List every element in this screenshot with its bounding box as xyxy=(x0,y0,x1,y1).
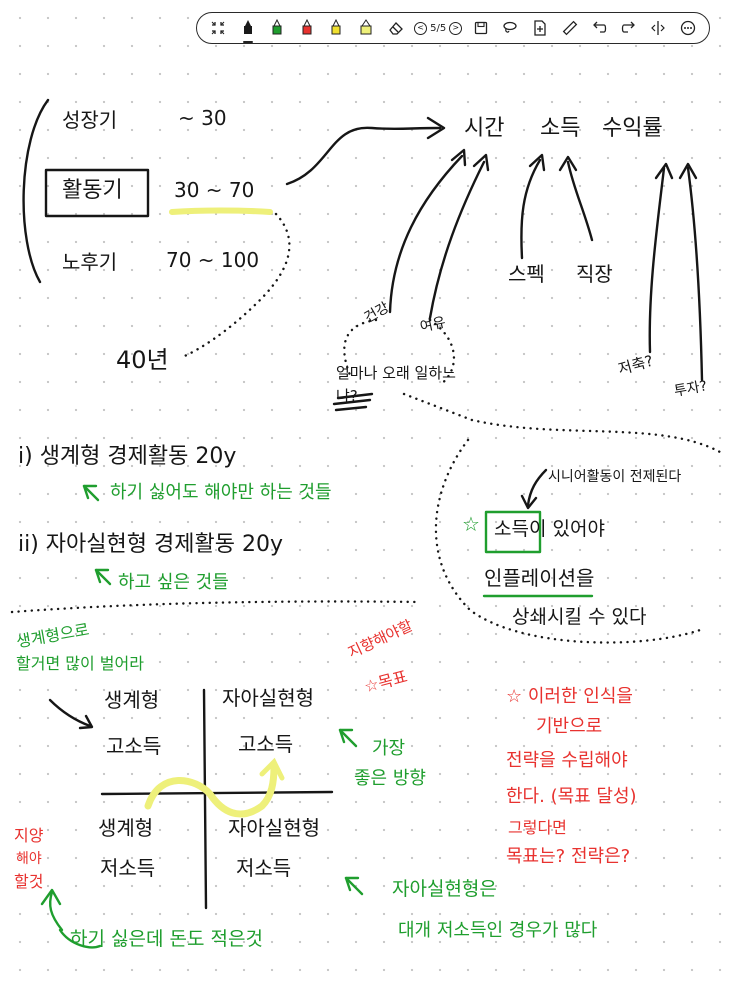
stage-active-range: 30 ~ 70 xyxy=(174,178,255,202)
stage-retire-label: 노후기 xyxy=(62,250,118,274)
stage-growth-range: ~ 30 xyxy=(178,106,227,130)
quadrant-bottom-left-type: 생계형 xyxy=(98,816,154,840)
next-page-button[interactable]: > xyxy=(449,21,463,35)
save-icon[interactable] xyxy=(470,16,492,40)
pen-yellow-icon[interactable] xyxy=(325,16,347,40)
stage-retire-range: 70 ~ 100 xyxy=(166,248,260,272)
bubble-star-icon: ☆ xyxy=(462,512,480,536)
quadrant-bottom-right-income: 저소득 xyxy=(236,856,292,880)
eraser-icon[interactable] xyxy=(385,16,407,40)
bubble-senior-text: 시니어활동이 전제된다 xyxy=(548,469,682,485)
pen-green-icon[interactable] xyxy=(266,16,288,40)
strategy-note-line3: 전략을 수립해야 xyxy=(506,750,628,771)
item-one-text: i) 생계형 경제활동 20y xyxy=(18,444,237,469)
bottom-note-text: 하기 싫은데 돈도 적은것 xyxy=(70,928,263,950)
highlighter-icon[interactable] xyxy=(355,16,377,40)
contributor-job: 직장 xyxy=(576,262,613,286)
bubble-inflation-text: 인플레이션을 xyxy=(484,566,595,590)
item-two-note: 하고 싶은 것들 xyxy=(118,572,229,593)
best-direction-line2: 좋은 방향 xyxy=(354,768,426,789)
bubble-income-text: 소득이 있어야 xyxy=(494,518,605,540)
fit-screen-icon[interactable] xyxy=(207,16,229,40)
forty-years-label: 40년 xyxy=(116,346,169,374)
resource-income: 소득 xyxy=(540,116,581,141)
self-note-line1: 자아실현형은 xyxy=(392,878,497,900)
page-indicator: 5/5 xyxy=(430,22,447,34)
strategy-note-line2: 기반으로 xyxy=(536,716,603,737)
prev-page-button[interactable]: < xyxy=(414,21,428,35)
resource-time: 시간 xyxy=(464,116,505,141)
quadrant-top-right-income: 고소득 xyxy=(238,732,294,756)
strategy-note-line6: 목표는? 전략은? xyxy=(506,846,631,867)
item-two-text: ii) 자아실현형 경제활동 20y xyxy=(18,532,283,557)
add-page-icon[interactable] xyxy=(529,16,551,40)
mirror-icon[interactable] xyxy=(647,16,669,40)
contributor-spec: 스펙 xyxy=(508,262,545,286)
item-one-note: 하기 싫어도 해야만 하는 것들 xyxy=(110,482,332,503)
bubble-offset-text: 상쇄시킬 수 있다 xyxy=(512,606,647,628)
avoid-note-line1: 지양 xyxy=(14,826,44,845)
more-options-icon[interactable] xyxy=(677,16,699,40)
strategy-note-line1: ☆ 이러한 인식을 xyxy=(506,686,633,707)
pen-black-icon[interactable] xyxy=(237,16,259,43)
avoid-note-line3: 할것 xyxy=(14,872,44,891)
pen-red-icon[interactable] xyxy=(296,16,318,40)
ruler-icon[interactable] xyxy=(559,16,581,40)
quadrant-bottom-left-income: 저소득 xyxy=(100,856,156,880)
undo-icon[interactable] xyxy=(588,16,610,40)
redo-icon[interactable] xyxy=(618,16,640,40)
quadrant-top-left-type: 생계형 xyxy=(104,688,160,712)
best-direction-line1: 가장 xyxy=(372,738,406,759)
contributor-work-length: 얼마나 오래 일하느냐? xyxy=(336,364,456,405)
resource-return: 수익률 xyxy=(602,116,663,141)
stage-growth-label: 성장기 xyxy=(62,108,118,132)
strategy-note-line5: 그렇다면 xyxy=(508,818,567,837)
quadrant-bottom-right-type: 자아실현형 xyxy=(228,816,320,840)
lasso-icon[interactable] xyxy=(499,16,521,40)
quadrant-top-left-income: 고소득 xyxy=(106,734,162,758)
pen-toolbar: < 5/5 > xyxy=(196,12,710,44)
avoid-note-line2: 해야 xyxy=(16,851,42,867)
left-note-line2: 할거면 많이 벌어라 xyxy=(16,654,144,673)
page-navigator: < 5/5 > xyxy=(414,21,463,35)
quadrant-top-right-type: 자아실현형 xyxy=(222,686,314,710)
stage-active-label: 활동기 xyxy=(62,178,123,203)
self-note-line2: 대개 저소득인 경우가 많다 xyxy=(398,920,598,941)
strategy-note-line4: 한다. (목표 달성) xyxy=(506,786,637,807)
